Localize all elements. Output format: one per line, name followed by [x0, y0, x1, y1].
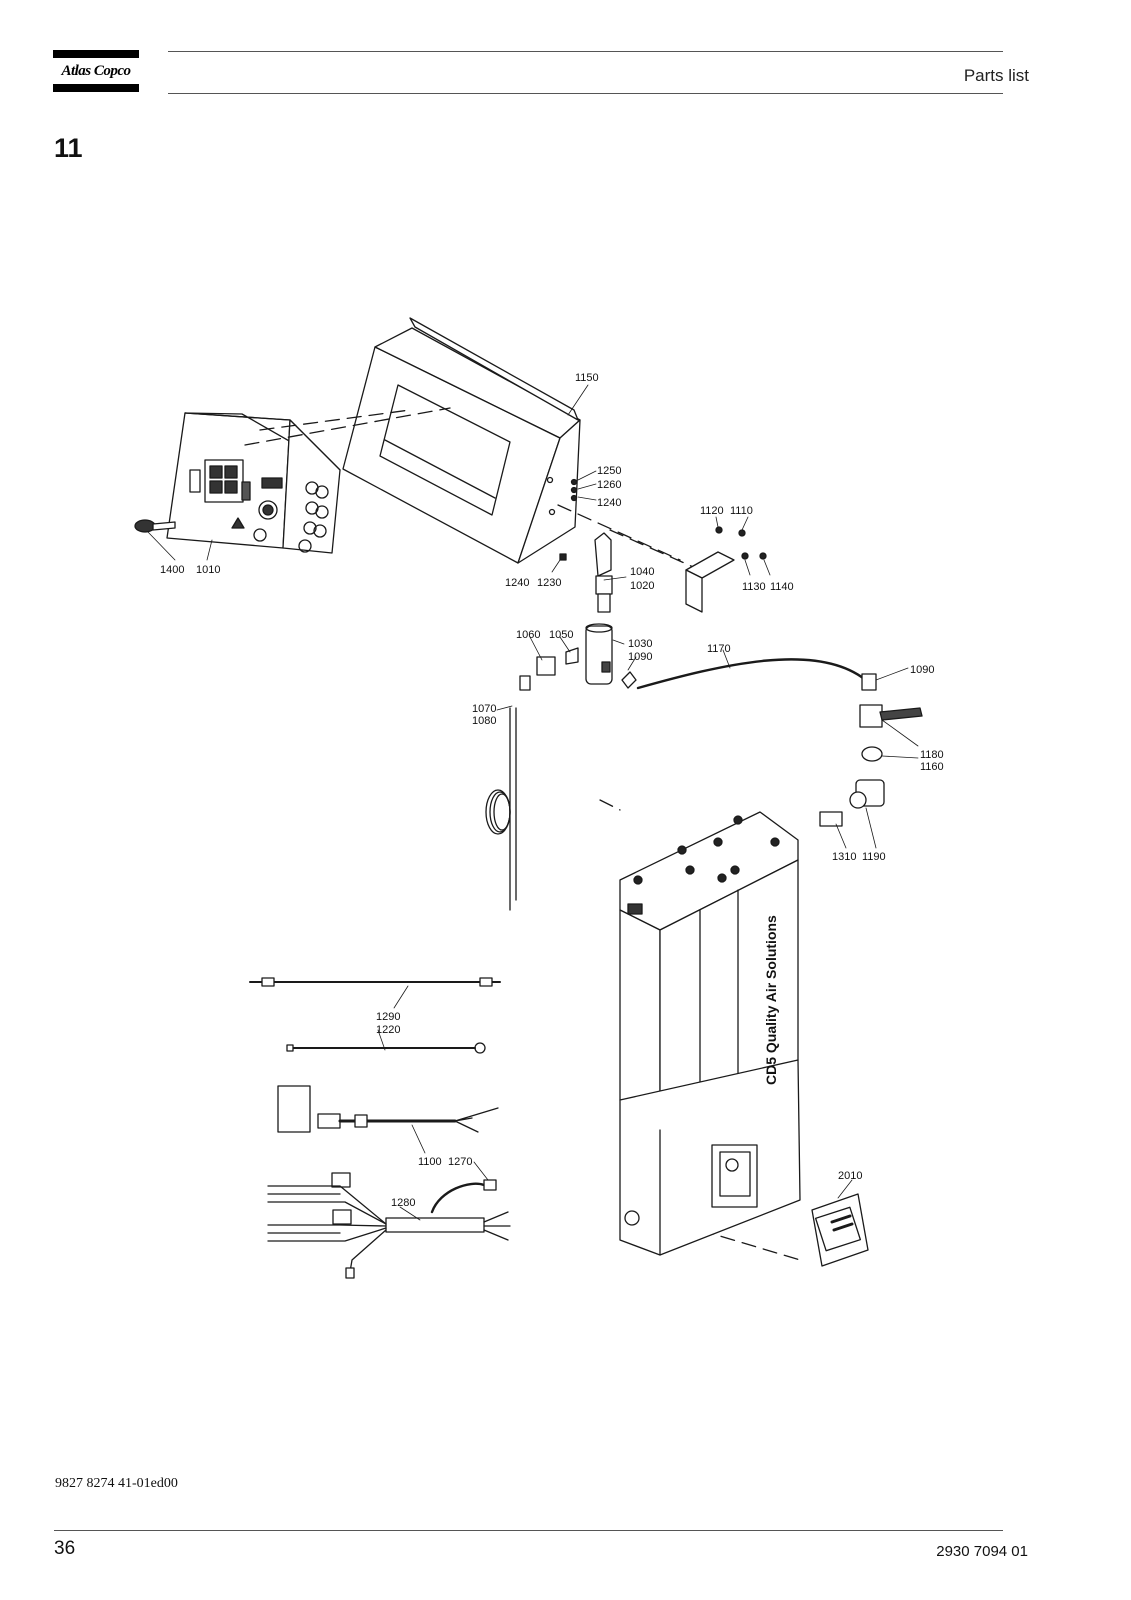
- callout-1070: 1070: [472, 703, 496, 715]
- cable-1270: [430, 1182, 486, 1214]
- callout-1120: 1120: [700, 505, 724, 517]
- cable-1220: [286, 1042, 486, 1054]
- callout-1060: 1060: [516, 629, 540, 641]
- wall-bracket: [685, 551, 735, 613]
- key-part: [134, 519, 176, 533]
- callout-1090-valve: 1090: [910, 664, 934, 676]
- callout-1050: 1050: [549, 629, 573, 641]
- callout-1290: 1290: [376, 1011, 400, 1023]
- display-module: [811, 1193, 869, 1267]
- callout-1280: 1280: [391, 1197, 415, 1209]
- ball-valve-assembly: [819, 673, 923, 827]
- section-number: 11: [54, 133, 83, 163]
- callout-1030: 1030: [628, 638, 652, 650]
- footer-rule: [54, 1530, 1003, 1531]
- callout-2010: 2010: [838, 1170, 862, 1182]
- hose-1170: [636, 658, 870, 690]
- callout-1130: 1130: [742, 581, 766, 593]
- assembly-lines: [244, 407, 801, 1261]
- document-id: 9827 8274 41-01ed00: [55, 1476, 178, 1491]
- header-rule-top: [168, 51, 1003, 52]
- callout-1240-upper: 1240: [597, 497, 621, 509]
- callout-1250: 1250: [597, 465, 621, 477]
- callout-1100: 1100: [418, 1156, 442, 1168]
- logo-bar-bottom: [53, 84, 139, 92]
- footer-part-number: 2930 7094 01: [936, 1543, 1028, 1560]
- product-label: CD5 Quality Air Solutions: [763, 915, 779, 1085]
- callout-1270: 1270: [448, 1156, 472, 1168]
- callout-1260: 1260: [597, 479, 621, 491]
- solenoid-valve: [519, 647, 637, 691]
- callout-1110: 1110: [730, 505, 753, 517]
- atlas-copco-logo: Atlas Copco: [53, 50, 139, 94]
- capillary-tube: [485, 707, 517, 911]
- callout-1220: 1220: [376, 1024, 400, 1036]
- header-title: Parts list: [963, 66, 1029, 85]
- callout-1230: 1230: [537, 577, 561, 589]
- drain-unit: CD5 Quality Air Solutions: [619, 811, 801, 1256]
- callout-leaders: [147, 384, 919, 1221]
- header-rule-bottom: [168, 93, 1003, 94]
- controller-unit: [166, 412, 341, 554]
- sensor-assembly: [585, 532, 613, 685]
- callout-1240-lower: 1240: [505, 577, 529, 589]
- callout-1400: 1400: [160, 564, 184, 576]
- callout-1180: 1180: [920, 749, 944, 761]
- callout-1160: 1160: [920, 761, 944, 773]
- callout-1150: 1150: [575, 372, 599, 384]
- callout-1190: 1190: [862, 851, 886, 863]
- callout-1140: 1140: [770, 581, 794, 593]
- cable-1290: [249, 977, 501, 987]
- harness-1280: [267, 1172, 511, 1279]
- page-number: 36: [54, 1538, 76, 1559]
- callout-1170: 1170: [707, 643, 731, 655]
- callout-1040: 1040: [630, 566, 654, 578]
- cable-1100: [277, 1085, 499, 1133]
- mounting-bracket-1150: [342, 317, 581, 564]
- logo-bar-top: [53, 50, 139, 58]
- fasteners: [559, 478, 767, 561]
- callout-1020: 1020: [630, 580, 654, 592]
- callout-1010: 1010: [196, 564, 220, 576]
- callout-1310: 1310: [832, 851, 856, 863]
- callout-1080: 1080: [472, 715, 496, 727]
- logo-wordmark: Atlas Copco: [61, 63, 131, 79]
- callout-1090-sensor: 1090: [628, 651, 652, 663]
